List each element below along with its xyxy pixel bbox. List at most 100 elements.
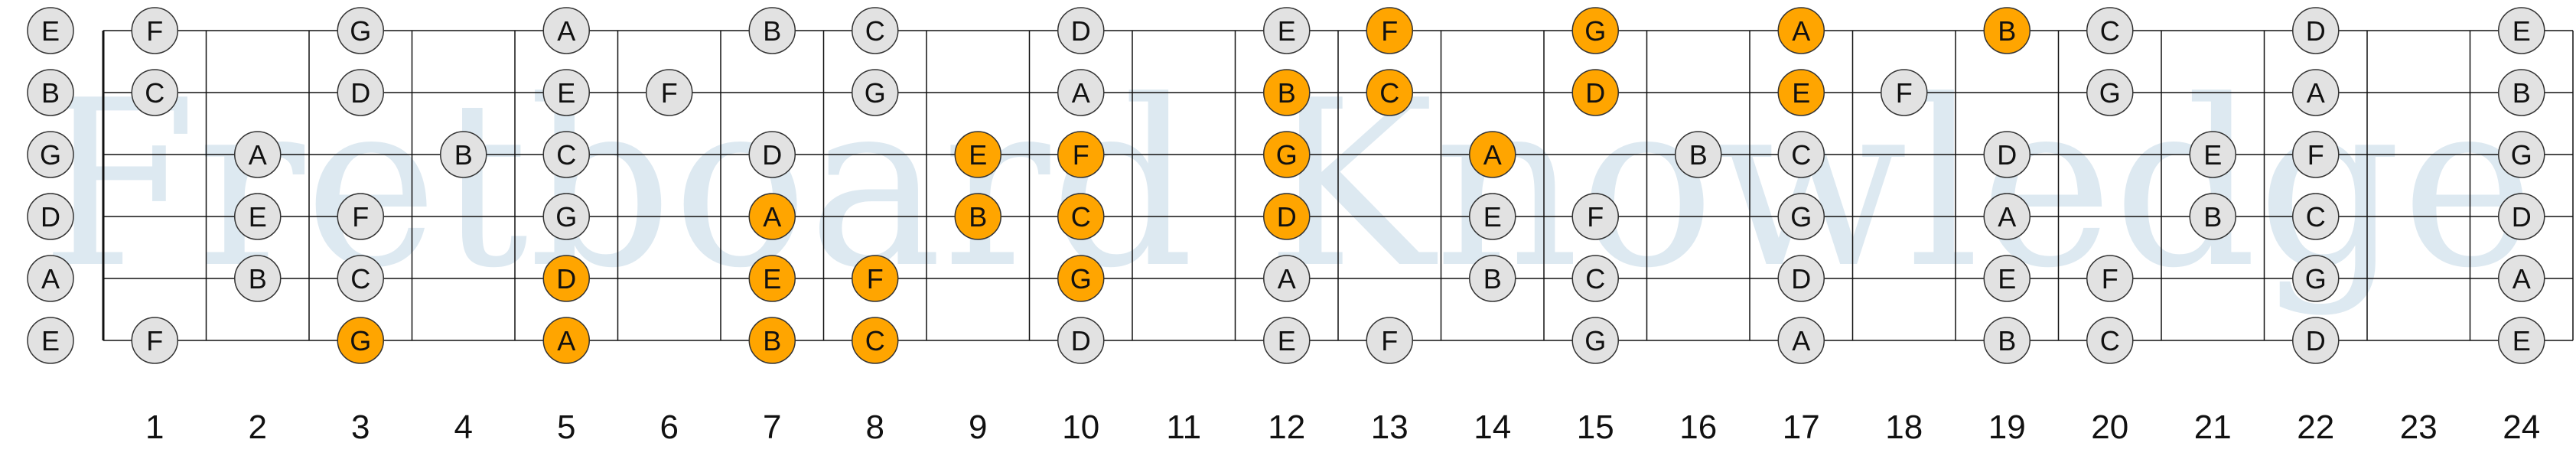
note-circle xyxy=(1983,317,2031,364)
note-label: F xyxy=(1896,77,1913,109)
note-label: C xyxy=(865,325,885,356)
note-circle xyxy=(440,131,487,178)
note-circle xyxy=(2189,193,2236,240)
open-string-note: E xyxy=(27,7,74,54)
note-label: G xyxy=(555,201,577,233)
note-circle xyxy=(1469,131,1516,178)
note-label: B xyxy=(763,15,781,47)
note-marker: C xyxy=(2086,317,2134,364)
note-circle xyxy=(2498,255,2545,302)
note-circle xyxy=(1571,317,1619,364)
note-label: C xyxy=(556,139,576,171)
note-circle xyxy=(1263,131,1311,178)
note-circle xyxy=(337,193,384,240)
highlighted-note: E xyxy=(1777,69,1825,116)
note-circle xyxy=(852,255,899,302)
note-circle xyxy=(1469,193,1516,240)
note-circle xyxy=(542,193,590,240)
note-label: A xyxy=(41,263,60,295)
note-label: G xyxy=(1584,325,1606,356)
note-label: D xyxy=(1277,201,1297,233)
note-label: F xyxy=(1381,15,1398,47)
note-label: B xyxy=(763,325,781,356)
note-circle xyxy=(2498,69,2545,116)
note-circle xyxy=(27,131,74,178)
note-circle xyxy=(748,7,796,54)
note-label: E xyxy=(1792,77,1810,109)
note-label: E xyxy=(1278,15,1296,47)
note-marker: F xyxy=(337,193,384,240)
fret-number: 8 xyxy=(866,409,884,446)
fret-number: 6 xyxy=(660,409,679,446)
note-circle xyxy=(1263,193,1311,240)
note-label: E xyxy=(41,325,60,356)
fret-number: 12 xyxy=(1268,409,1305,446)
note-label: B xyxy=(1998,15,2016,47)
note-marker: B xyxy=(2189,193,2236,240)
note-label: D xyxy=(350,77,370,109)
note-marker: D xyxy=(1057,317,1105,364)
note-label: E xyxy=(41,15,60,47)
note-circle xyxy=(1057,131,1105,178)
note-label: D xyxy=(1585,77,1605,109)
note-label: G xyxy=(1276,139,1298,171)
note-label: B xyxy=(249,263,267,295)
note-circle xyxy=(1983,7,2031,54)
fret-number: 7 xyxy=(763,409,781,446)
highlighted-note: C xyxy=(1057,193,1105,240)
note-marker: C xyxy=(337,255,384,302)
note-label: B xyxy=(2203,201,2222,233)
note-circle xyxy=(542,255,590,302)
note-circle xyxy=(1983,255,2031,302)
note-circle xyxy=(27,7,74,54)
note-circle xyxy=(1263,317,1311,364)
note-circle xyxy=(2086,69,2134,116)
fret-number: 1 xyxy=(145,409,164,446)
note-marker: C xyxy=(2292,193,2340,240)
highlighted-note: D xyxy=(1571,69,1619,116)
note-marker: B xyxy=(440,131,487,178)
note-marker: E xyxy=(2498,7,2545,54)
note-circle xyxy=(1777,131,1825,178)
note-circle xyxy=(1057,69,1105,116)
note-label: D xyxy=(1071,325,1091,356)
note-circle xyxy=(1777,193,1825,240)
note-circle xyxy=(1263,69,1311,116)
note-marker: D xyxy=(1777,255,1825,302)
fret-number: 13 xyxy=(1371,409,1408,446)
note-circle xyxy=(2086,317,2134,364)
note-label: A xyxy=(1792,325,1810,356)
note-marker: A xyxy=(2498,255,2545,302)
note-label: F xyxy=(1073,139,1089,171)
fret-number: 22 xyxy=(2297,409,2334,446)
highlighted-note: B xyxy=(1983,7,2031,54)
note-circle xyxy=(2498,131,2545,178)
note-circle xyxy=(1777,7,1825,54)
note-circle xyxy=(1777,69,1825,116)
note-label: G xyxy=(865,77,886,109)
note-circle xyxy=(27,255,74,302)
note-marker: G xyxy=(542,193,590,240)
note-circle xyxy=(542,317,590,364)
note-circle xyxy=(131,69,178,116)
note-circle xyxy=(1057,255,1105,302)
note-marker: E xyxy=(542,69,590,116)
note-circle xyxy=(954,131,1001,178)
highlighted-note: F xyxy=(852,255,899,302)
note-circle xyxy=(1983,131,2031,178)
note-label: G xyxy=(2511,139,2532,171)
highlighted-note: D xyxy=(542,255,590,302)
note-circle xyxy=(852,7,899,54)
note-marker: A xyxy=(1777,317,1825,364)
note-marker: C xyxy=(131,69,178,116)
fret-number: 2 xyxy=(249,409,267,446)
note-marker: B xyxy=(1675,131,1722,178)
note-marker: F xyxy=(1571,193,1619,240)
highlighted-note: C xyxy=(852,317,899,364)
note-marker: D xyxy=(1983,131,2031,178)
note-circle xyxy=(1571,193,1619,240)
note-label: C xyxy=(145,77,164,109)
fret-number: 14 xyxy=(1474,409,1511,446)
